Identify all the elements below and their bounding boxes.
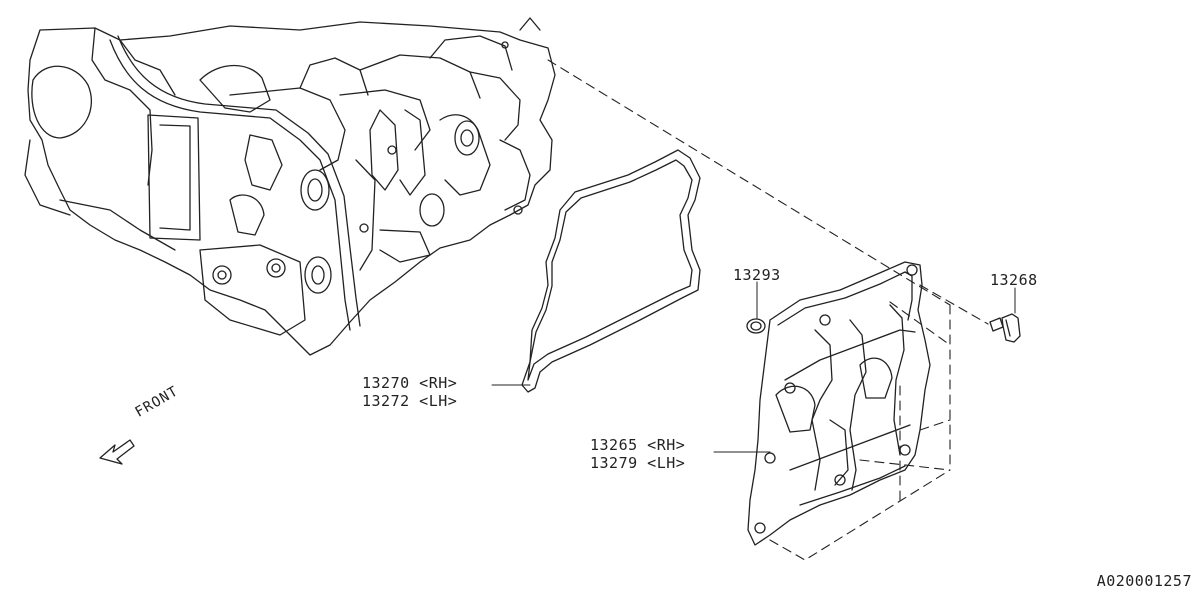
valve-cover-gasket (521, 149, 701, 393)
cylinder-head-assembly (24, 17, 556, 356)
callout-seal[interactable]: 13293 (733, 266, 781, 284)
assembly-guide-lines (547, 59, 989, 561)
valve-cover (747, 261, 931, 546)
callout-gasket-lh[interactable]: 13272 <LH> (362, 392, 458, 410)
callout-cover-rh[interactable]: 13265 <RH> (590, 436, 686, 454)
seal-washer (746, 318, 766, 334)
leader-lines (491, 281, 1016, 453)
callout-cover-lh[interactable]: 13279 <LH> (590, 454, 686, 472)
cover-bolt (989, 313, 1021, 343)
front-direction-arrow-icon (99, 439, 135, 465)
callout-bolt[interactable]: 13268 (990, 271, 1038, 289)
callout-gasket-rh[interactable]: 13270 <RH> (362, 374, 458, 392)
reference-code: A020001257 (1096, 572, 1192, 590)
